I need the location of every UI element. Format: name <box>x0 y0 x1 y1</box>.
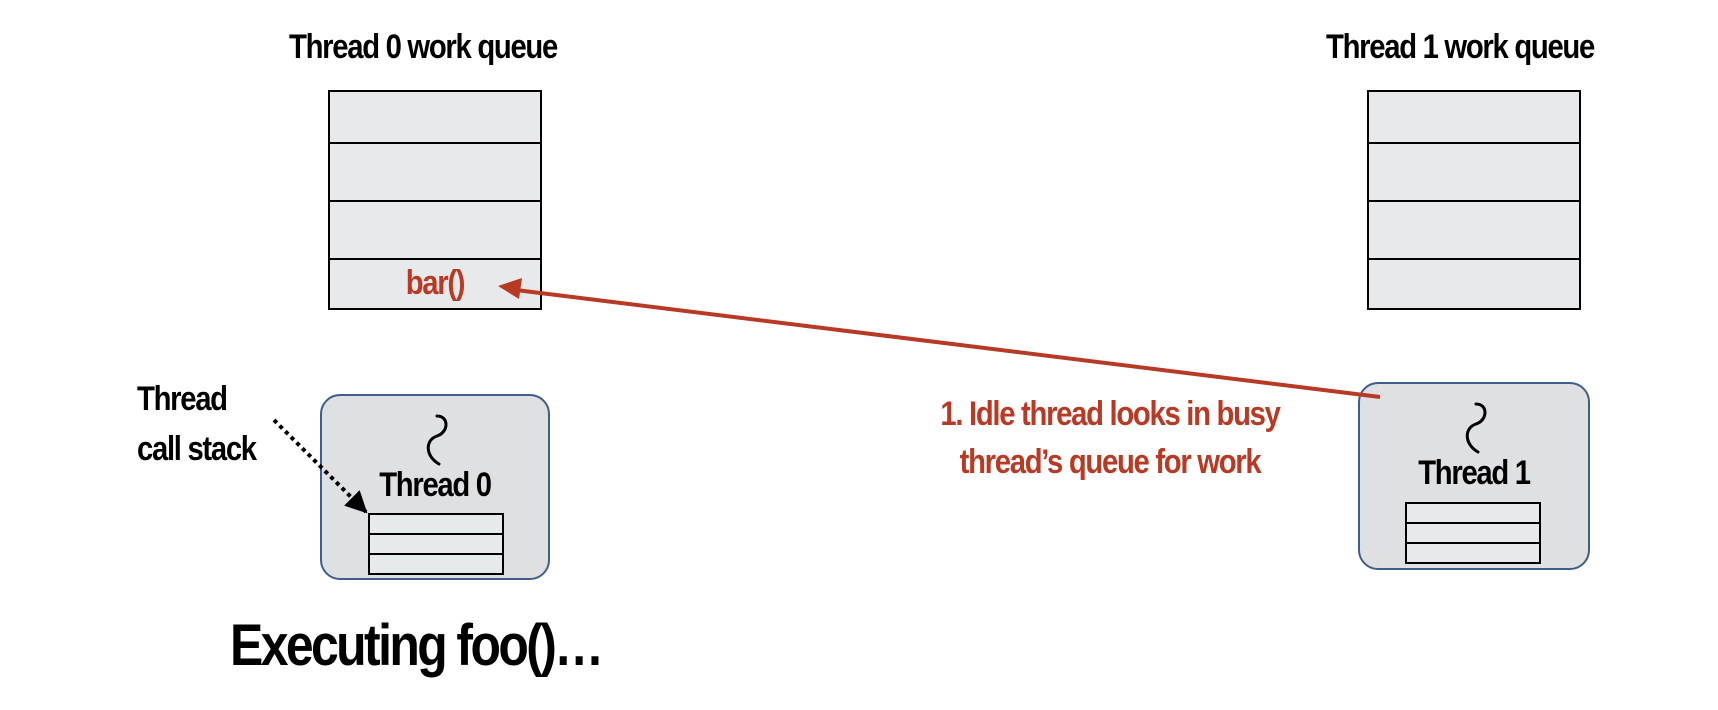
thread-1-queue-title: Thread 1 work queue <box>1326 28 1595 66</box>
thread-1-call-stack <box>1405 502 1541 564</box>
stack-row <box>370 515 502 535</box>
thread-1-work-queue <box>1367 90 1581 310</box>
thread-squiggle-icon <box>1465 402 1487 454</box>
queue-slot <box>1369 144 1579 202</box>
thread-1-box: Thread 1 <box>1358 382 1590 570</box>
stack-row <box>1407 504 1539 524</box>
queue-slot: bar() <box>330 260 540 310</box>
steal-annotation: 1. Idle thread looks in busy thread’s qu… <box>912 390 1308 486</box>
call-stack-label: Thread call stack <box>137 374 257 474</box>
queue-task-bar: bar() <box>405 264 466 302</box>
queue-slot <box>330 144 540 202</box>
queue-slot <box>1369 202 1579 260</box>
executing-status: Executing foo()… <box>230 613 604 678</box>
thread-0-queue-title: Thread 0 work queue <box>289 28 558 66</box>
annotation-line2: thread’s queue for work <box>959 443 1262 481</box>
call-stack-pointer-arrow <box>272 418 368 514</box>
thread-0-box: Thread 0 <box>320 394 550 580</box>
stack-row <box>370 535 502 555</box>
thread-0-call-stack <box>368 513 504 575</box>
thread-0-label: Thread 0 <box>379 466 492 504</box>
call-stack-label-line1: Thread <box>137 380 228 418</box>
stack-row <box>1407 524 1539 544</box>
thread-1-label: Thread 1 <box>1418 454 1531 492</box>
annotation-line1: 1. Idle thread looks in busy <box>940 395 1281 433</box>
queue-slot <box>330 202 540 260</box>
queue-slot <box>1369 92 1579 144</box>
steal-arrow <box>515 288 1381 399</box>
steal-arrow-head <box>498 278 522 299</box>
thread-squiggle-icon <box>426 414 448 466</box>
call-stack-label-line2: call stack <box>137 430 257 468</box>
queue-slot <box>330 92 540 144</box>
thread-0-work-queue: bar() <box>328 90 542 310</box>
